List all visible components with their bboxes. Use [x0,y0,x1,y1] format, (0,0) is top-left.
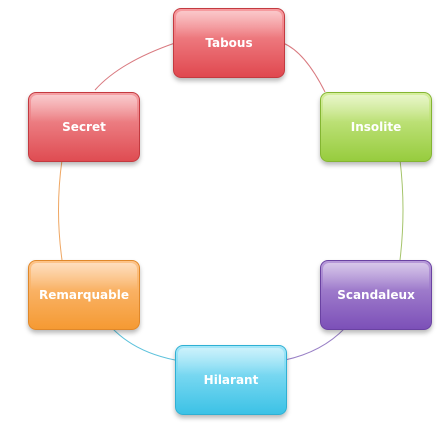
connector-remarquable-secret [58,159,63,261]
connector-secret-tabous [94,42,176,91]
node-label-insolite: Insolite [350,120,402,134]
node-label-tabous: Tabous [205,36,253,50]
node-label-hilarant: Hilarant [203,373,259,387]
connector-tabous-insolite [282,42,326,93]
node-label-scandaleux: Scandaleux [337,288,415,302]
node-insolite: Insolite [320,92,432,162]
node-secret: Secret [28,92,140,162]
node-label-secret: Secret [62,120,106,134]
node-hilarant: Hilarant [175,345,287,415]
connector-scandaleux-hilarant [284,327,346,361]
node-label-remarquable: Remarquable [39,288,129,302]
node-scandaleux: Scandaleux [320,260,432,330]
node-remarquable: Remarquable [28,260,140,330]
connector-insolite-scandaleux [399,159,404,261]
node-tabous: Tabous [173,8,285,78]
connector-hilarant-remarquable [111,327,176,361]
